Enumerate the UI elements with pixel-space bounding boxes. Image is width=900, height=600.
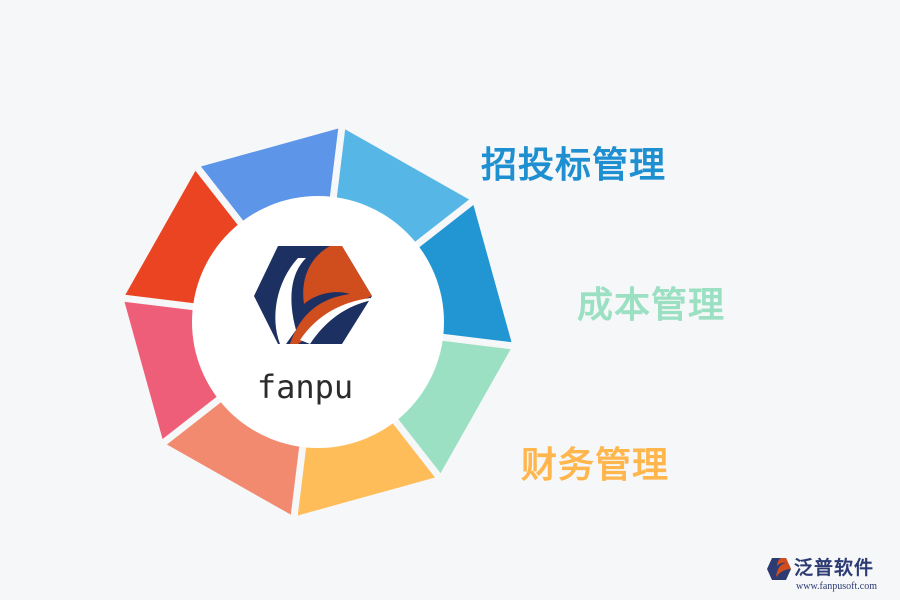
label-finance-management: 财务管理 bbox=[521, 445, 670, 486]
footer-logo: 泛普软件 www.fanpusoft.com bbox=[766, 553, 896, 597]
fanpu-mark-icon bbox=[767, 558, 791, 580]
footer-url: www.fanpusoft.com bbox=[796, 581, 878, 592]
center-brand-text: fanpu bbox=[256, 368, 354, 406]
label-cost-management: 成本管理 bbox=[577, 285, 726, 326]
footer-brand-name: 泛普软件 bbox=[794, 557, 875, 579]
label-bidding-management: 招投标管理 bbox=[481, 145, 667, 186]
fanpu-logo-icon bbox=[254, 246, 372, 344]
